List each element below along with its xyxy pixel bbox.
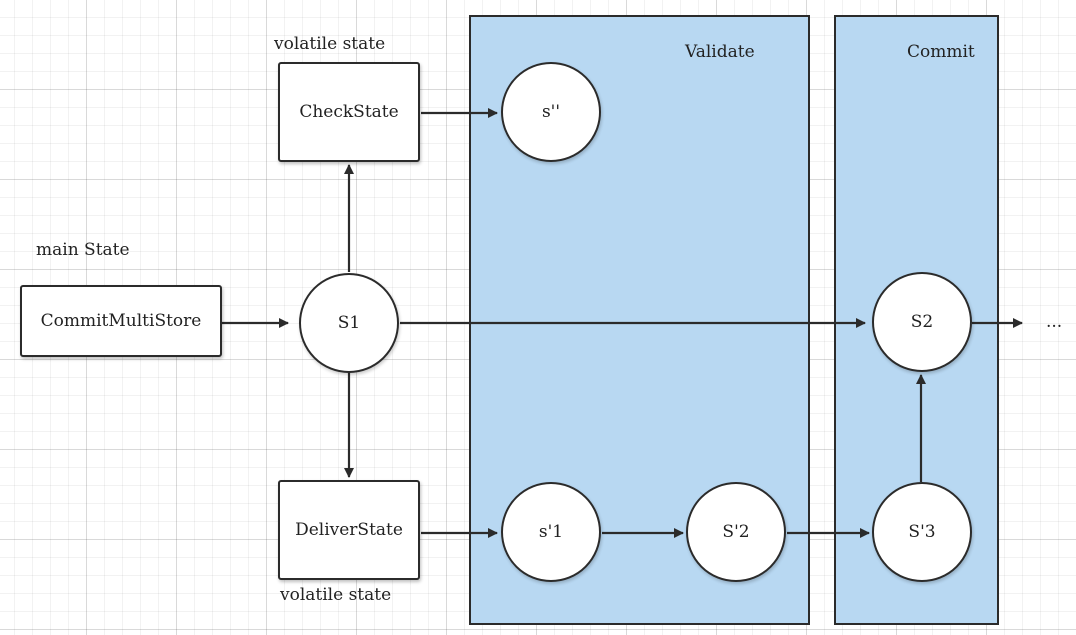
ellipsis-label: ...: [1046, 312, 1063, 332]
main-state-label: main State: [36, 240, 130, 260]
commit-multi-store-box: CommitMultiStore: [20, 285, 222, 357]
deliver-state-box: DeliverState: [278, 480, 420, 580]
volatile-state-bottom-label: volatile state: [280, 585, 392, 605]
node-s2: S2: [872, 272, 972, 372]
commit-panel-title: Commit: [907, 42, 975, 62]
node-s-prime-1: s'1: [501, 482, 601, 582]
check-state-box: CheckState: [278, 62, 420, 162]
node-s-double-prime: s'': [501, 62, 601, 162]
node-s1: S1: [299, 273, 399, 373]
node-s-prime-3: S'3: [872, 482, 972, 582]
node-s-prime-2: S'2: [686, 482, 786, 582]
validate-panel-title: Validate: [685, 42, 755, 62]
volatile-state-top-label: volatile state: [274, 34, 386, 54]
